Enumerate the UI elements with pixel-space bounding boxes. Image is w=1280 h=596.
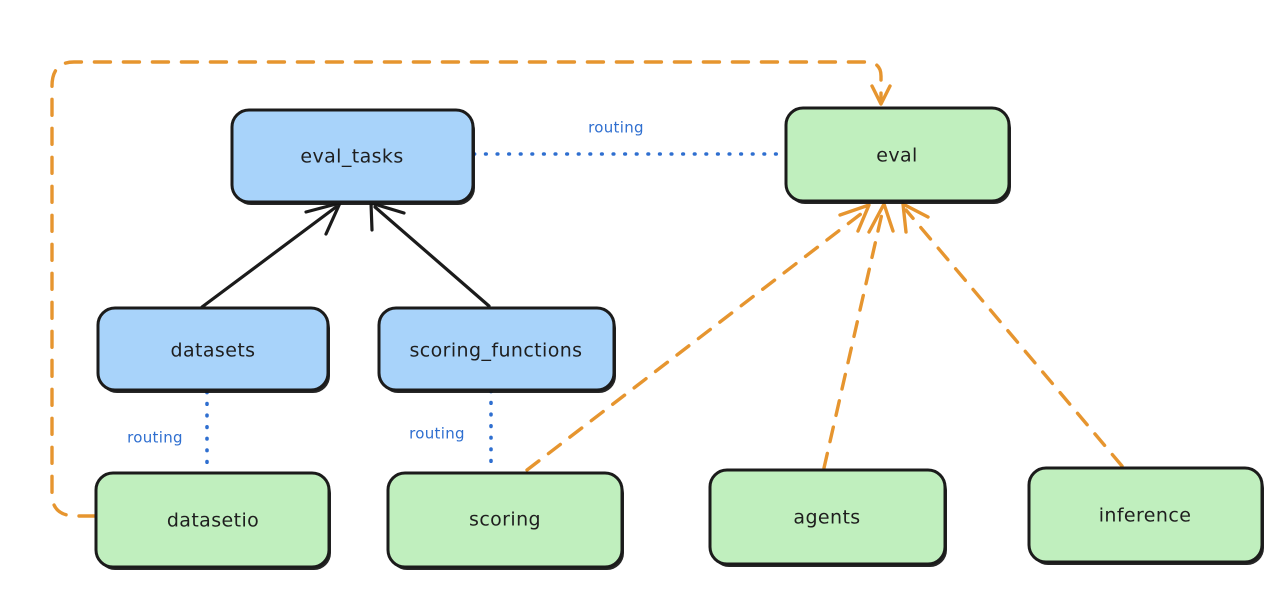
edge-label-routing-eval: routing bbox=[588, 119, 644, 137]
edge-label-layer: routing routing routing bbox=[127, 119, 644, 447]
arrowhead bbox=[838, 203, 871, 233]
edge-agents-to-eval bbox=[822, 202, 895, 470]
node-box bbox=[230, 108, 475, 204]
edge-path bbox=[373, 205, 491, 308]
edge-path bbox=[822, 207, 885, 470]
node-label: scoring_functions bbox=[410, 340, 583, 362]
node-label: scoring bbox=[469, 509, 541, 531]
node-agents[interactable]: agents bbox=[708, 468, 947, 567]
node-eval[interactable]: eval bbox=[784, 106, 1011, 204]
node-box bbox=[708, 468, 947, 566]
node-inference[interactable]: inference bbox=[1027, 466, 1264, 565]
node-box bbox=[377, 306, 616, 392]
node-box bbox=[784, 106, 1011, 203]
edge-layer bbox=[50, 60, 1124, 518]
node-box bbox=[386, 471, 624, 569]
node-datasets[interactable]: datasets bbox=[96, 306, 330, 393]
edge-path bbox=[200, 205, 338, 309]
edge-path bbox=[904, 208, 1124, 468]
node-label: eval_tasks bbox=[300, 146, 403, 168]
node-scoring-functions[interactable]: scoring_functions bbox=[377, 306, 616, 393]
node-datasetio[interactable]: datasetio bbox=[94, 471, 331, 570]
node-label: eval bbox=[876, 145, 917, 167]
node-label: datasets bbox=[171, 340, 256, 362]
node-label: agents bbox=[793, 507, 860, 529]
node-layer: eval_tasks eval datasets scoring_functio… bbox=[94, 106, 1264, 570]
edge-label-routing-datasetio: routing bbox=[127, 429, 183, 447]
edge-label-routing-scoring: routing bbox=[409, 425, 465, 443]
node-eval-tasks[interactable]: eval_tasks bbox=[230, 108, 475, 205]
edge-datasets-to-eval-tasks bbox=[200, 201, 342, 309]
node-label: datasetio bbox=[167, 510, 259, 532]
edge-path bbox=[50, 60, 883, 518]
edge-scoring-functions-to-eval-tasks bbox=[369, 201, 491, 308]
arrowhead bbox=[901, 202, 930, 234]
node-box bbox=[1027, 466, 1264, 564]
edge-scoring-to-eval bbox=[525, 203, 871, 472]
node-box bbox=[96, 306, 330, 392]
node-box bbox=[94, 471, 331, 569]
edge-path bbox=[525, 208, 868, 472]
arrowhead bbox=[870, 84, 892, 106]
node-label: inference bbox=[1099, 505, 1192, 527]
node-scoring[interactable]: scoring bbox=[386, 471, 624, 570]
edge-inference-to-eval bbox=[901, 202, 1124, 468]
edge-datasetio-to-eval bbox=[50, 60, 892, 518]
